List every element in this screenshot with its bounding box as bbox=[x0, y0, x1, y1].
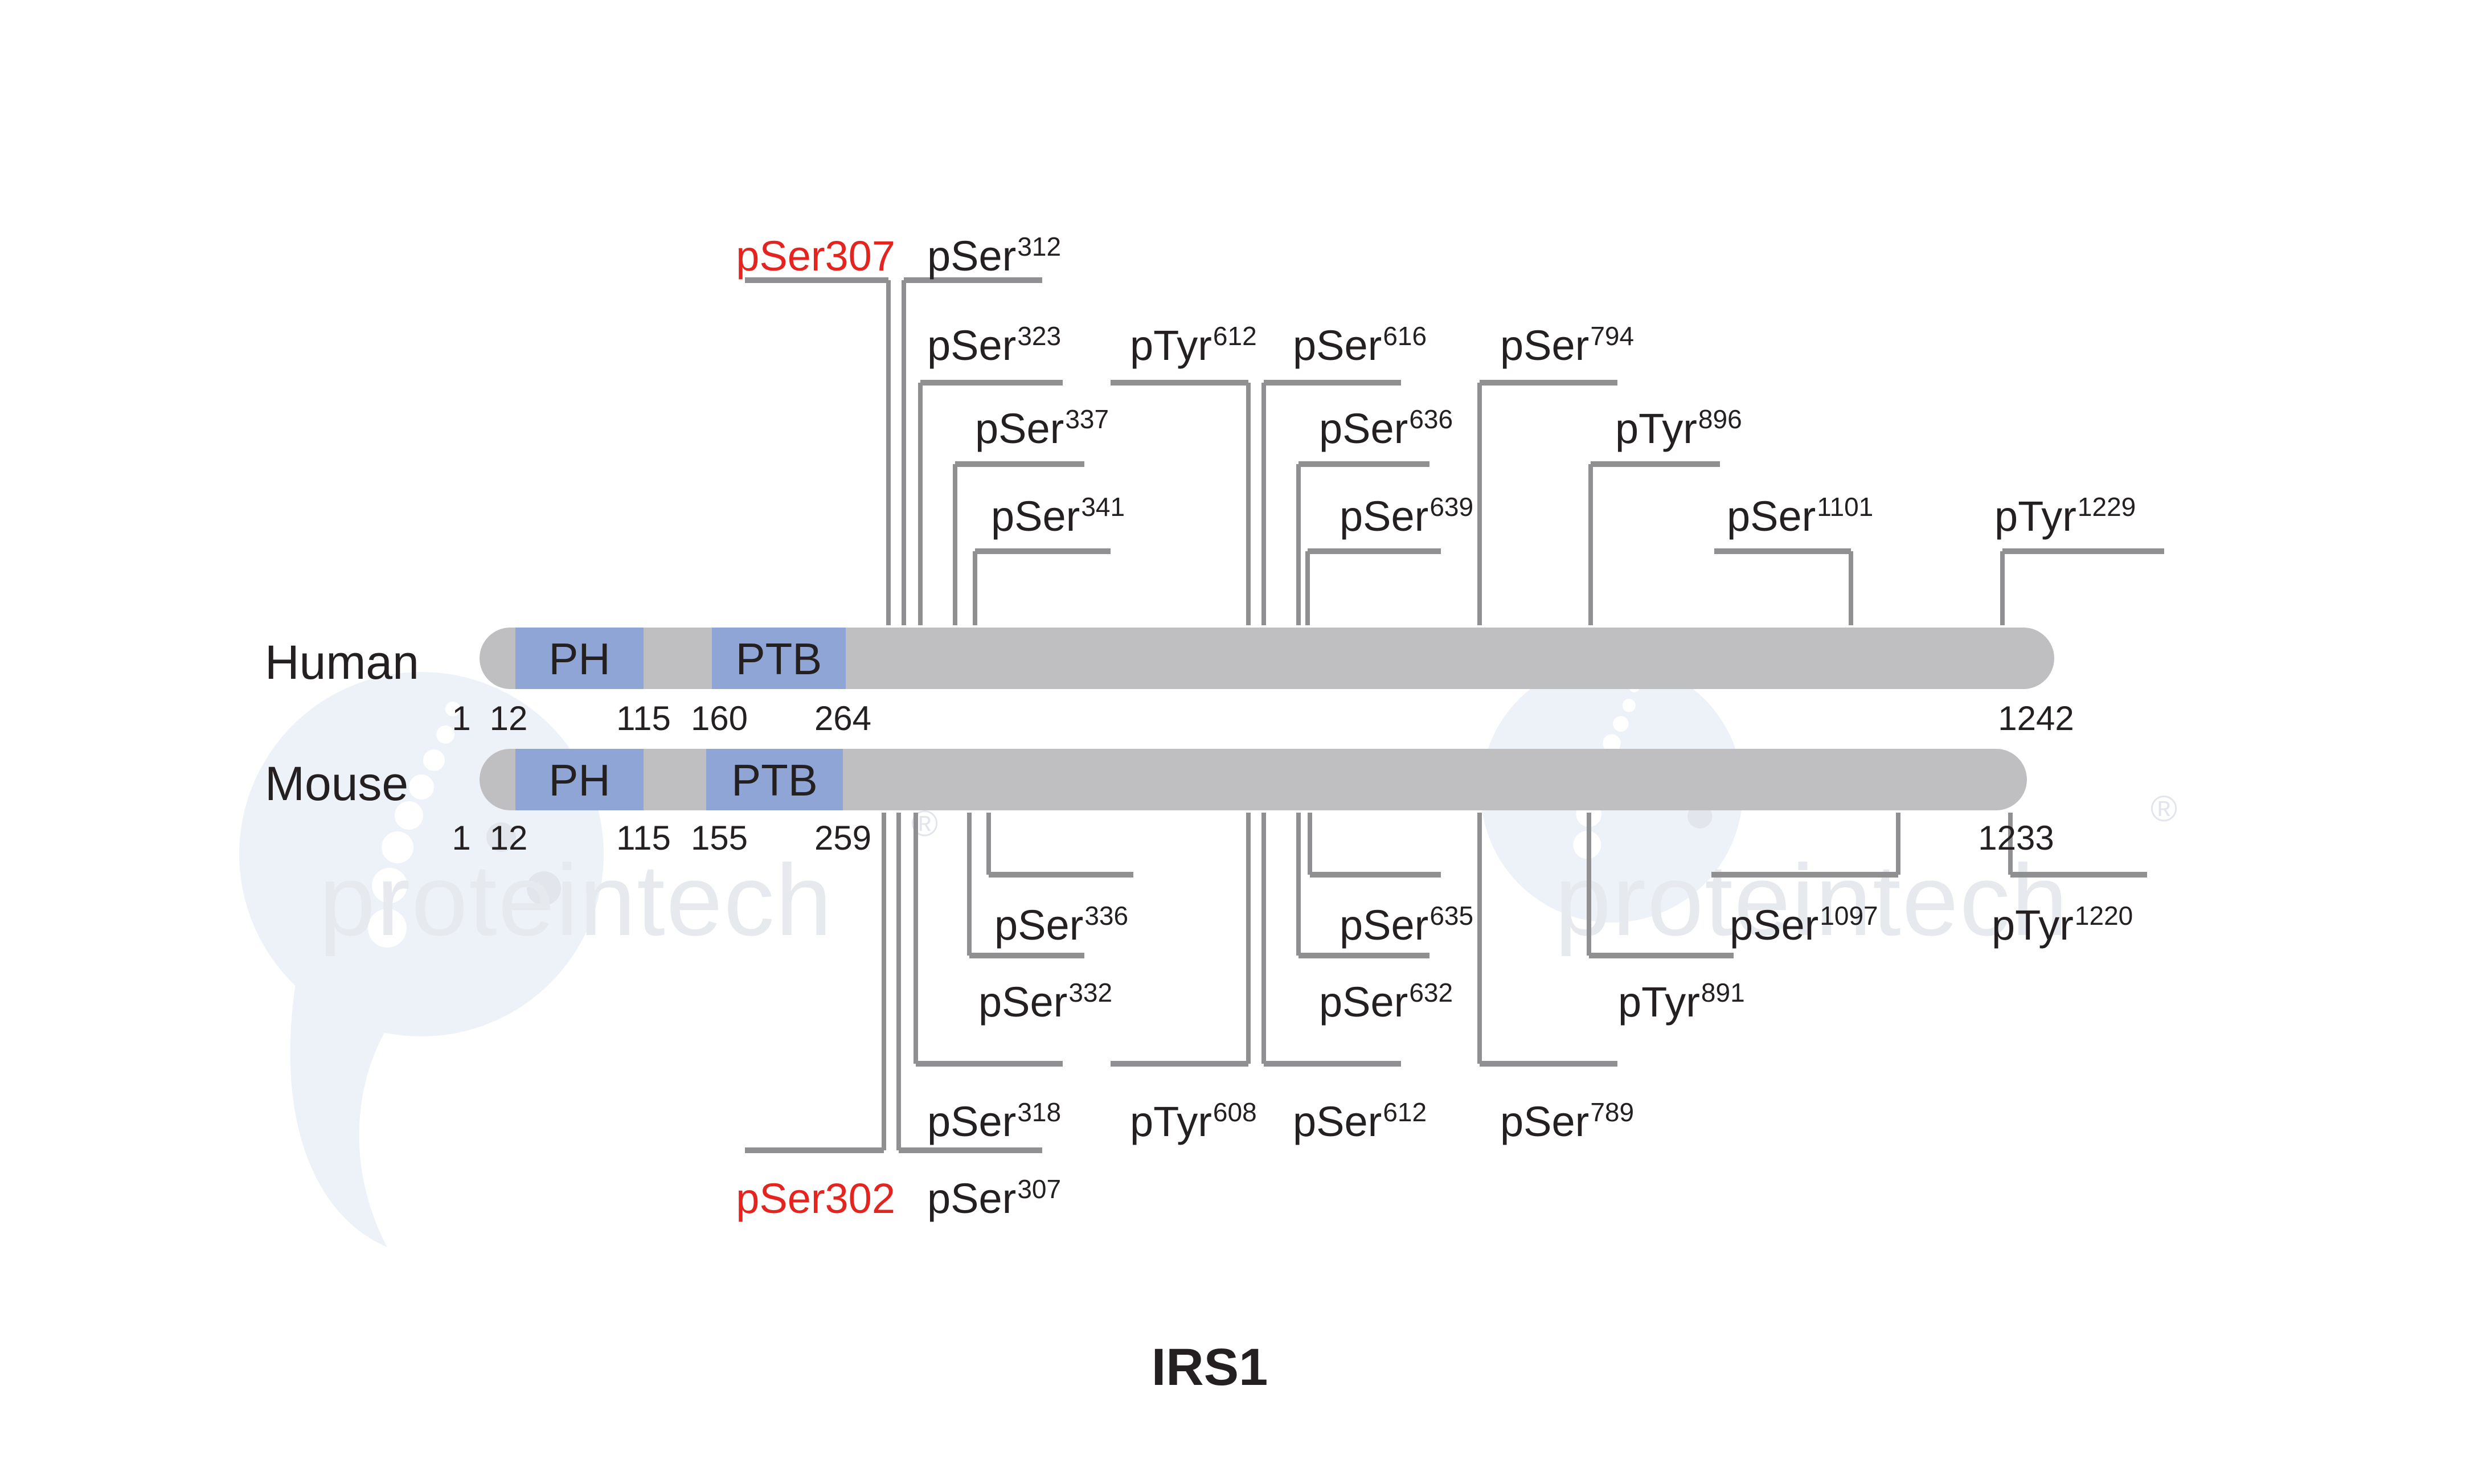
residue-number-human-264: 264 bbox=[814, 699, 871, 737]
leader-pSer302-mouse bbox=[745, 813, 886, 1153]
residue-number-human-115: 115 bbox=[616, 699, 671, 737]
leader-pSer323-human bbox=[918, 380, 1063, 625]
site-label-pSer639-human: pSer639 bbox=[1340, 492, 1473, 540]
watermark-dot bbox=[423, 749, 445, 771]
site-label-pSer307-human: pSer307 bbox=[736, 232, 895, 280]
watermark-dot bbox=[486, 822, 516, 852]
leader-pTyr896-human bbox=[1588, 461, 1720, 625]
site-label-pSer341-human: pSer341 bbox=[991, 492, 1125, 540]
residue-number-human-1: 1 bbox=[452, 699, 470, 737]
watermark-text: proteintech bbox=[319, 843, 833, 957]
figure-title: IRS1 bbox=[1152, 1338, 1268, 1396]
leader-pSer616-human bbox=[1261, 380, 1401, 625]
leader-pSer341-human bbox=[973, 548, 1111, 625]
site-label-pTyr1220-mouse: pTyr1220 bbox=[1992, 901, 2133, 949]
site-label-pSer336-mouse: pSer336 bbox=[994, 901, 1128, 949]
human-protein-row: Human PH PTB 1 12 115 160 264 1242 bbox=[265, 628, 2074, 737]
leader-pSer312-human bbox=[902, 277, 1042, 625]
protein-bar bbox=[480, 749, 2027, 810]
leader-pSer307-mouse bbox=[896, 813, 1042, 1153]
species-label-mouse: Mouse bbox=[265, 757, 408, 810]
site-label-pSer635-mouse: pSer635 bbox=[1340, 901, 1473, 949]
residue-number-human-12: 12 bbox=[490, 699, 528, 737]
site-label-pSer789-mouse: pSer789 bbox=[1500, 1097, 1634, 1145]
leader-pTyr891-mouse bbox=[1587, 813, 1734, 958]
leader-pSer1101-human bbox=[1714, 548, 1853, 625]
leader-pSer332-mouse bbox=[967, 813, 1084, 958]
residue-number-mouse-259: 259 bbox=[814, 819, 871, 857]
watermark-dot bbox=[395, 801, 423, 830]
watermark-dot bbox=[1603, 734, 1621, 752]
leader-pSer612-mouse bbox=[1261, 813, 1401, 1067]
site-label-pSer636-human: pSer636 bbox=[1319, 404, 1453, 452]
leader-pSer1097-mouse bbox=[1711, 813, 1900, 878]
watermark-dot bbox=[1613, 716, 1629, 732]
leader-pSer636-human bbox=[1296, 461, 1429, 625]
residue-number-mouse-12: 12 bbox=[490, 819, 528, 857]
site-label-pSer337-human: pSer337 bbox=[975, 404, 1109, 452]
residue-number-human-1242: 1242 bbox=[1998, 699, 2074, 737]
site-label-pSer332-mouse: pSer332 bbox=[978, 978, 1112, 1026]
leader-pTyr1220-mouse bbox=[2008, 813, 2147, 878]
site-label-pSer794-human: pSer794 bbox=[1500, 321, 1634, 369]
site-label-pSer612-mouse: pSer612 bbox=[1293, 1097, 1427, 1145]
leader-pSer639-human bbox=[1305, 548, 1441, 625]
site-label-pTyr891-mouse: pTyr891 bbox=[1618, 978, 1745, 1026]
leader-pTyr1229-human bbox=[2000, 548, 2164, 625]
leader-pTyr608-mouse bbox=[1111, 813, 1251, 1067]
site-label-pSer616-human: pSer616 bbox=[1293, 321, 1427, 369]
watermark-dot bbox=[1622, 699, 1636, 712]
watermark-dot bbox=[527, 871, 561, 905]
mouse-protein-row: Mouse PH PTB 1 12 115 155 259 1233 bbox=[265, 749, 2054, 857]
residue-number-mouse-155: 155 bbox=[691, 819, 748, 857]
domain-block-ph bbox=[515, 749, 644, 810]
domain-label-ph: PH bbox=[548, 755, 610, 805]
domain-block-ptb bbox=[712, 628, 846, 689]
domain-label-ptb: PTB bbox=[731, 755, 818, 805]
residue-number-mouse-1: 1 bbox=[452, 819, 470, 857]
leader-pTyr612-human bbox=[1111, 380, 1251, 625]
residue-number-mouse-115: 115 bbox=[616, 819, 671, 857]
watermark-dot bbox=[409, 774, 434, 800]
leader-pSer635-mouse bbox=[1308, 813, 1441, 878]
site-label-pSer307-mouse: pSer307 bbox=[927, 1174, 1061, 1222]
watermark-droplet-tail bbox=[290, 979, 410, 1247]
domain-block-ptb bbox=[706, 749, 843, 810]
site-label-pSer318-mouse: pSer318 bbox=[927, 1097, 1061, 1145]
watermark-dot bbox=[368, 909, 407, 948]
watermark-dot bbox=[372, 868, 407, 903]
residue-number-human-160: 160 bbox=[691, 699, 748, 737]
watermark-registered-icon: ® bbox=[2151, 788, 2177, 829]
watermark-layer: proteintech®proteintech® bbox=[239, 661, 2177, 1247]
leader-pSer336-mouse bbox=[986, 813, 1133, 878]
species-label-human: Human bbox=[265, 636, 419, 689]
watermark-dot bbox=[436, 725, 454, 744]
site-label-pSer312-human: pSer312 bbox=[927, 232, 1061, 280]
watermark-dot bbox=[445, 702, 460, 716]
leader-pSer789-mouse bbox=[1477, 813, 1617, 1067]
site-label-pTyr896-human: pTyr896 bbox=[1615, 404, 1742, 452]
domain-block-ph bbox=[515, 628, 644, 689]
site-label-pTyr608-mouse: pTyr608 bbox=[1130, 1097, 1257, 1145]
protein-bar bbox=[480, 628, 2054, 689]
watermark-text: proteintech bbox=[1555, 843, 2069, 957]
domain-label-ptb: PTB bbox=[736, 634, 822, 684]
site-label-pSer1101-human: pSer1101 bbox=[1727, 492, 1873, 540]
leader-pSer794-human bbox=[1477, 380, 1617, 625]
site-label-pSer632-mouse: pSer632 bbox=[1319, 978, 1453, 1026]
site-label-pSer323-human: pSer323 bbox=[927, 321, 1061, 369]
watermark-dot bbox=[382, 831, 413, 863]
site-label-pSer1097-mouse: pSer1097 bbox=[1730, 901, 1878, 949]
site-label-pTyr1229-human: pTyr1229 bbox=[1994, 492, 2136, 540]
domain-label-ph: PH bbox=[548, 634, 610, 684]
leader-pSer318-mouse bbox=[914, 813, 1063, 1067]
leader-pSer307-human bbox=[745, 277, 891, 625]
site-label-pTyr612-human: pTyr612 bbox=[1130, 321, 1257, 369]
site-label-pSer302-mouse: pSer302 bbox=[736, 1175, 895, 1222]
residue-number-mouse-1233: 1233 bbox=[1978, 819, 2054, 857]
leader-pSer337-human bbox=[953, 461, 1084, 625]
leader-pSer632-mouse bbox=[1296, 813, 1429, 958]
